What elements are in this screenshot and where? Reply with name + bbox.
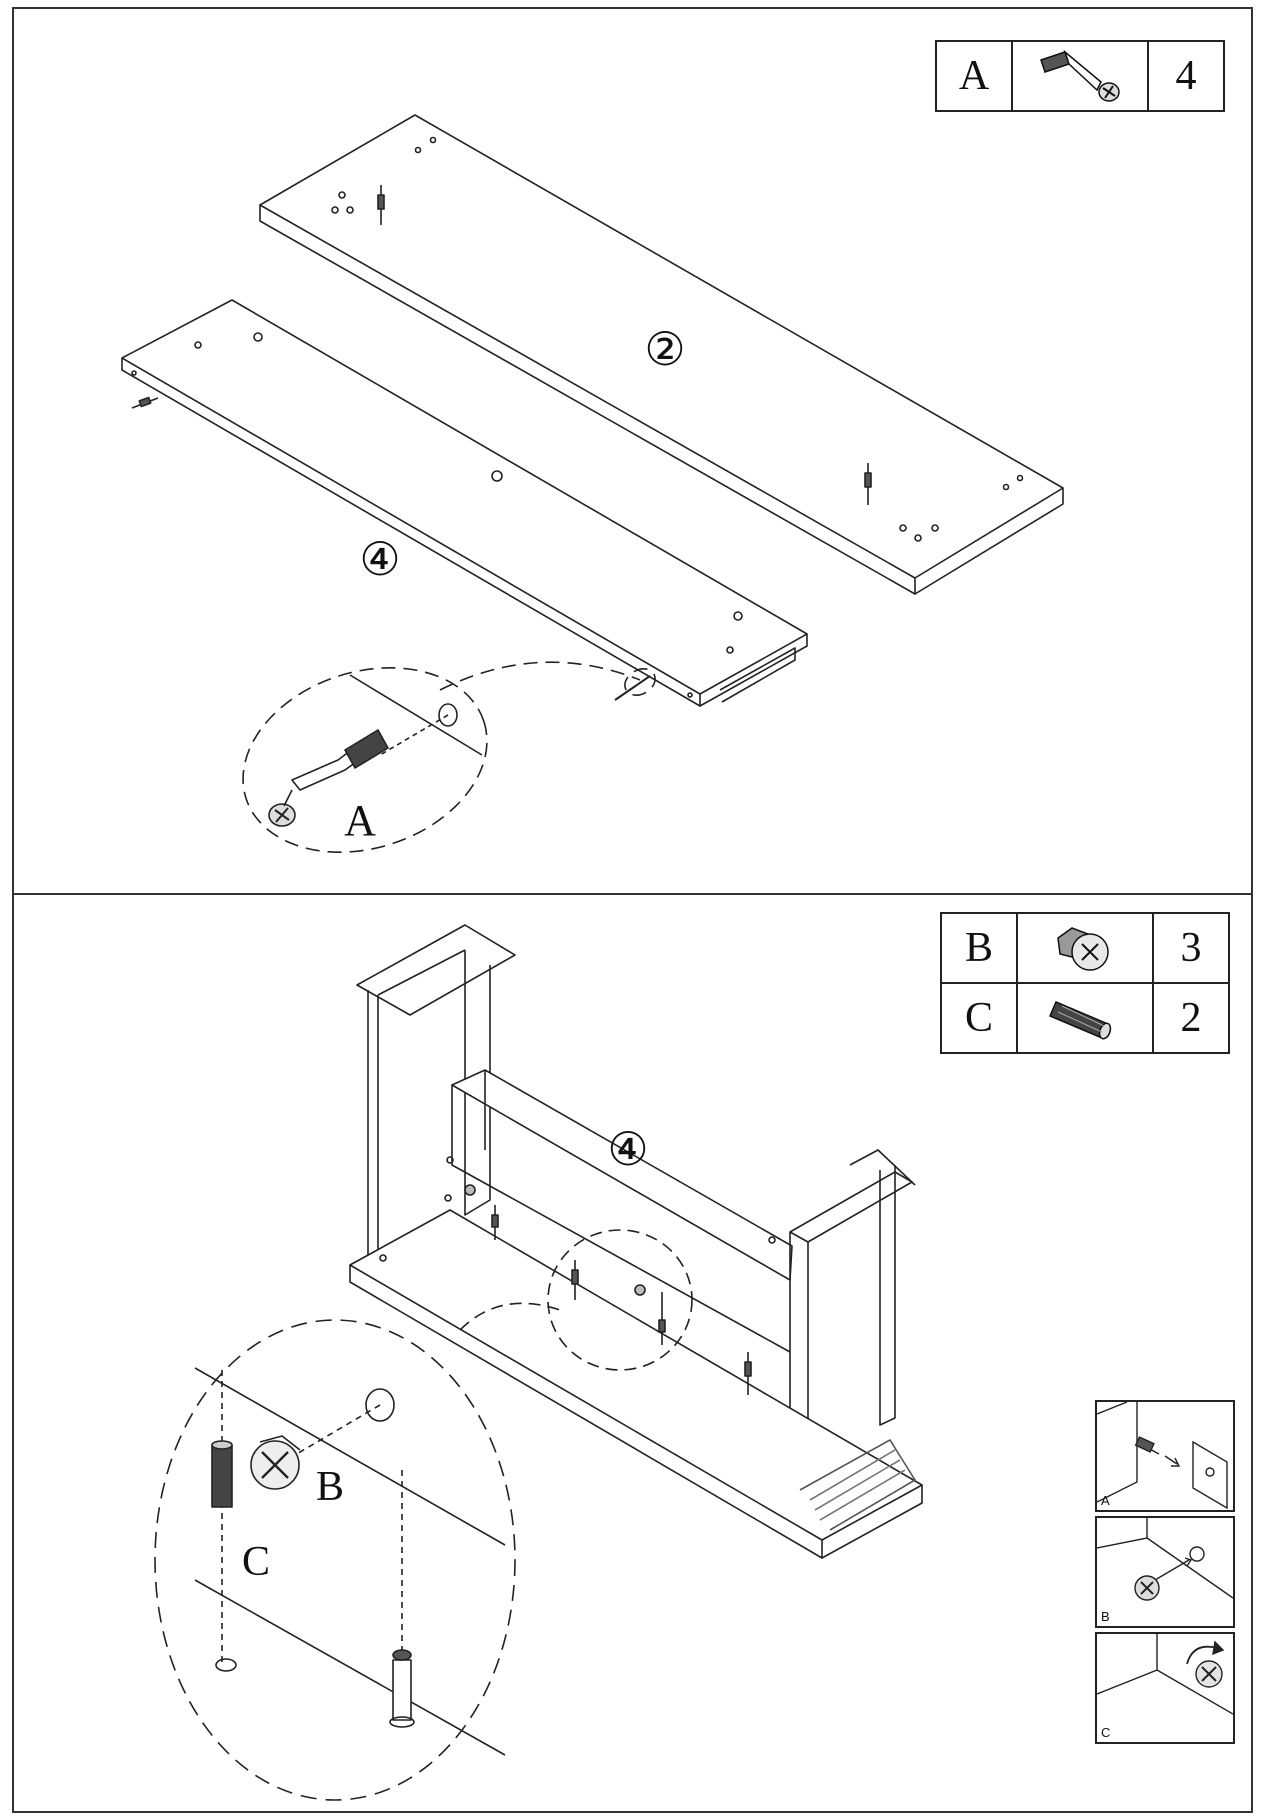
part-qty: 2 [1152,982,1230,1054]
detail-label-a: A [344,796,376,845]
wood-dowel-icon [1016,982,1154,1054]
panel-2-label: ② [644,324,685,375]
detail-callout-bc [154,1319,516,1801]
section-divider [12,893,1253,895]
detail-label-b: B [316,1464,344,1510]
step-b-illustration [1097,1518,1233,1601]
panel-4-label: ④ [359,534,400,585]
frame-assembly [349,924,923,1559]
cam-bolt-icon [1011,40,1149,112]
step-box-c: C [1095,1632,1235,1744]
part-letter: A [935,40,1013,112]
parts-table-top: A 4 [935,40,1225,112]
detail-callout-a [242,661,656,853]
part-letter: C [940,982,1018,1054]
part-qty: 4 [1147,40,1225,112]
step-c-caption: C [1101,1725,1111,1740]
detail-circle-small [547,1229,693,1371]
panel-2 [259,114,1064,595]
step-a-illustration [1097,1402,1228,1510]
parts-row-b: B 3 [940,912,1230,984]
detail-label-c: C [242,1539,270,1585]
step-box-b: B [1095,1516,1235,1628]
cam-lock-icon [1016,912,1154,984]
parts-row-a: A 4 [935,40,1225,112]
panel-4 [121,299,808,707]
panel-4-label-bottom: ④ [607,1124,648,1175]
step-c-illustration [1097,1634,1233,1715]
step-b-caption: B [1101,1609,1110,1624]
page-frame [12,7,1253,1813]
parts-row-c: C 2 [940,982,1230,1054]
step-a-caption: A [1101,1493,1110,1508]
step-box-a: A [1095,1400,1235,1512]
parts-table-bottom: B 3 C 2 [940,912,1230,1054]
part-letter: B [940,912,1018,984]
part-qty: 3 [1152,912,1230,984]
detail-cam-bolt [268,674,483,827]
